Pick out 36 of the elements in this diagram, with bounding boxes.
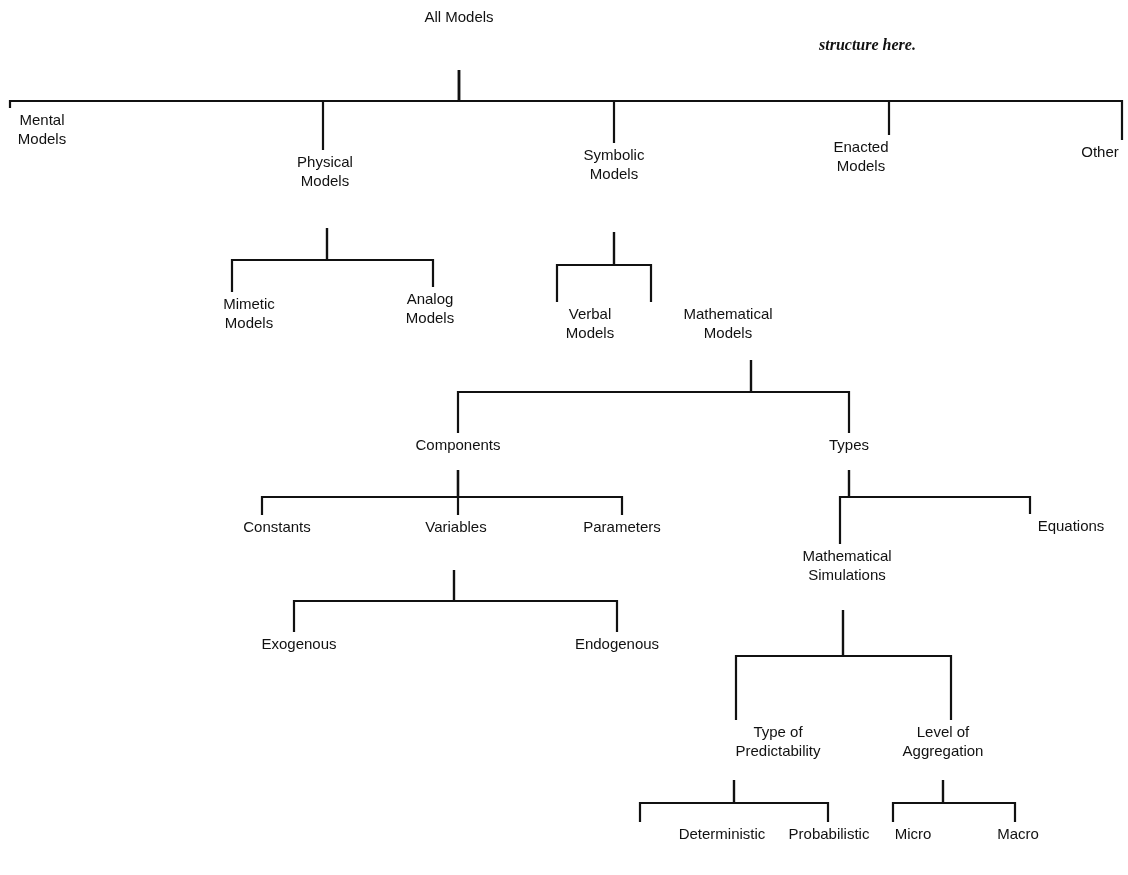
- tree-connector: [325, 228, 435, 287]
- category-label: Parameters: [574, 515, 670, 538]
- tree-connector: [847, 470, 1032, 514]
- category-label: Equations: [1026, 514, 1116, 537]
- category-label: Micro: [883, 822, 943, 845]
- category-label: Mathematical Models: [668, 302, 788, 344]
- category-label: Level of Aggregation: [888, 720, 998, 762]
- category-label: Components: [403, 433, 513, 456]
- category-label: Mental Models: [2, 108, 82, 150]
- category-label: Physical Models: [285, 150, 365, 192]
- category-label: Verbal Models: [550, 302, 630, 344]
- category-label: Type of Predictability: [718, 720, 838, 762]
- category-label: Analog Models: [390, 287, 470, 329]
- category-label: All Models: [424, 5, 494, 28]
- category-label: Macro: [988, 822, 1048, 845]
- category-label: Exogenous: [249, 632, 349, 655]
- tree-connector: [452, 570, 619, 632]
- category-label: Enacted Models: [821, 135, 901, 177]
- category-label: Constants: [232, 515, 322, 538]
- category-label: Symbolic Models: [574, 143, 654, 185]
- tree-connector: [732, 780, 830, 822]
- category-label: Endogenous: [567, 632, 667, 655]
- tree-connector: [941, 780, 1017, 822]
- category-label: Other: [1075, 140, 1125, 163]
- tree-connector: [612, 232, 653, 302]
- category-label: Deterministic: [669, 822, 775, 845]
- category-label: Types: [814, 433, 884, 456]
- note-text: structure here.: [819, 36, 916, 54]
- category-label: Mimetic Models: [209, 292, 289, 334]
- category-label: Variables: [411, 515, 501, 538]
- tree-connector: [841, 610, 953, 720]
- category-label: Mathematical Simulations: [787, 544, 907, 586]
- tree-connector: [457, 70, 1124, 140]
- tree-connector: [456, 470, 624, 515]
- tree-connector: [749, 360, 851, 433]
- category-label: Probabilistic: [779, 822, 879, 845]
